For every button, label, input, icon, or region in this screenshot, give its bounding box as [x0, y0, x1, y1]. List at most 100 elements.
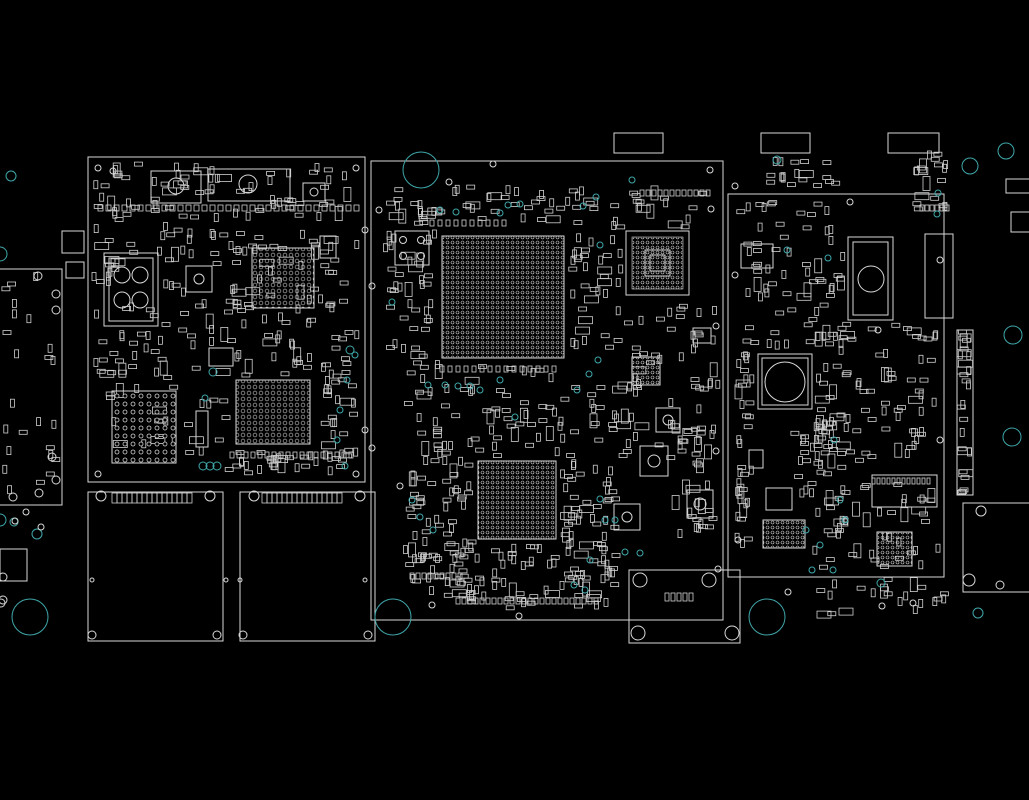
smd-component	[434, 522, 444, 528]
smd-component	[883, 577, 893, 582]
pin-dot	[138, 393, 144, 399]
smd-component	[604, 565, 610, 575]
smd-component	[327, 414, 337, 420]
smd-component	[921, 519, 930, 524]
smd-component	[881, 367, 889, 382]
mounting-hole	[361, 426, 369, 434]
smd-component	[150, 349, 160, 355]
smd-component	[428, 299, 434, 309]
pin-pad	[265, 204, 272, 212]
smd-component	[809, 488, 814, 498]
mounting-hole	[352, 164, 360, 172]
smd-component	[50, 355, 56, 365]
smd-component	[495, 388, 505, 394]
smd-component	[855, 380, 861, 390]
smd-component	[500, 559, 506, 569]
via	[511, 413, 519, 421]
smd-component	[433, 556, 443, 562]
via	[585, 370, 593, 378]
smd-component	[511, 543, 517, 553]
smd-component	[880, 564, 889, 569]
smd-component	[573, 550, 589, 559]
smd-component	[613, 216, 618, 226]
smd-component	[601, 555, 606, 565]
smd-component	[821, 420, 827, 430]
pin-pad	[485, 219, 491, 227]
pin-pad	[305, 204, 312, 212]
pin-pad	[451, 572, 457, 580]
smd-component	[694, 436, 702, 452]
smd-component	[813, 201, 823, 207]
smd-component	[224, 309, 233, 315]
smd-component	[823, 362, 829, 372]
pin-pad	[316, 492, 323, 504]
smd-component	[810, 442, 815, 452]
smd-component	[100, 183, 110, 189]
smd-component	[574, 593, 584, 598]
smd-component	[919, 494, 925, 504]
smd-component	[217, 174, 233, 182]
smd-component	[932, 597, 938, 606]
smd-component	[314, 163, 320, 172]
smd-component	[682, 479, 690, 495]
smd-component	[573, 576, 579, 585]
smd-component	[330, 430, 336, 440]
smd-component	[410, 574, 416, 583]
smd-component	[277, 458, 286, 474]
smd-component	[737, 516, 746, 522]
pin-dot	[154, 401, 160, 407]
smd-component	[611, 553, 621, 558]
smd-component	[744, 354, 750, 364]
smd-component	[581, 247, 590, 253]
smd-component	[410, 201, 420, 207]
smd-component	[870, 557, 880, 563]
smd-component	[560, 433, 566, 443]
smd-component	[134, 161, 143, 167]
pin-dot	[170, 441, 176, 447]
smd-component	[326, 301, 336, 307]
smd-component	[323, 167, 333, 173]
smd-component	[514, 187, 519, 197]
smd-component	[547, 559, 552, 569]
smd-component	[398, 208, 407, 224]
pin-dot	[114, 449, 120, 455]
via	[596, 241, 604, 249]
smd-component	[742, 338, 752, 344]
smd-component	[507, 551, 517, 556]
smd-component	[266, 170, 276, 176]
smd-component	[746, 247, 752, 256]
smd-component	[567, 512, 577, 518]
smd-component	[564, 577, 574, 583]
smd-component	[214, 437, 224, 443]
smd-component	[416, 252, 425, 268]
smd-component	[489, 425, 494, 435]
via	[496, 209, 504, 217]
smd-component	[186, 234, 192, 244]
pin-pad	[871, 477, 876, 485]
pin-pad	[306, 492, 313, 504]
smd-component	[527, 422, 536, 427]
smd-component	[875, 352, 885, 358]
smd-component	[536, 544, 542, 553]
smd-component	[442, 497, 452, 503]
pin-pad	[121, 204, 128, 212]
smd-component	[683, 428, 693, 434]
pin-pad	[336, 492, 343, 504]
smd-component	[266, 292, 276, 298]
pin-pad	[705, 189, 711, 197]
smd-component	[901, 498, 907, 508]
mounting-hole	[734, 536, 742, 544]
smd-component	[603, 598, 609, 607]
pin-dot	[114, 409, 120, 415]
smd-component	[932, 331, 938, 341]
smd-component	[433, 447, 443, 452]
smd-component	[448, 441, 453, 451]
pin-pad	[337, 204, 344, 212]
smd-component	[814, 258, 823, 274]
smd-component	[98, 357, 108, 363]
smd-component	[414, 558, 424, 564]
smd-component	[601, 531, 607, 541]
smd-component	[242, 246, 248, 256]
